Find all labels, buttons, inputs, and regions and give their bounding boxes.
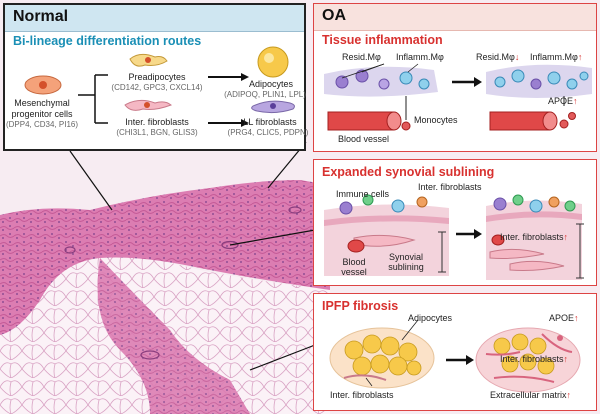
inter-fibroblasts-label-syn: Inter. fibroblasts [418,182,482,192]
inter-fibroblasts-before-label-ipfp: Inter. fibroblasts [330,390,394,400]
normal-subtitle: Bi-lineage differentiation routes [13,34,202,48]
inter-fibroblast-label: Inter. fibroblasts [125,117,189,127]
up-arrow-icon: ↑ [566,390,572,400]
inter-fibroblast-icon [124,99,172,111]
up-arrow-icon: ↑ [573,96,578,106]
sublining-label-1: Synovial [388,252,424,262]
ll-fibroblast-icon [251,100,295,114]
inflammation-diagram [324,63,592,131]
adipocytes-label-ipfp: Adipocytes [408,313,453,323]
up-arrow-icon: ↑ [563,354,569,364]
monocytes-label: Monocytes [414,115,458,125]
resid-macrophage-after-label: Resid.Mφ↓ [476,52,520,62]
vessel-label-1: Blood [342,257,366,267]
fibrosis-strands [485,333,573,383]
ecm-label: Extracellular matrix↑ [490,390,572,400]
blood-vessel-label: Blood vessel [338,134,390,144]
oa-panel: OA Tissue inflammation Re [313,3,597,152]
ll-fibroblast-label: LL fibroblasts [243,117,297,127]
up-arrow-icon: ↑ [563,232,569,242]
progenitor-label-2: progenitor cells [11,109,73,119]
lineage-diagram [24,46,295,127]
monocyte-icon [401,121,411,131]
inflamm-macrophage-label: Inflamm.Mφ [396,52,444,62]
preadipocyte-label: Preadipocytes [128,72,186,82]
adipocyte-label: Adipocytes [248,79,294,89]
inflamm-macrophage-after-label: Inflamm.Mφ↑ [530,52,583,62]
synovial-diagram [324,194,584,280]
preadipocyte-markers: (CD142, GPC3, CXCL14) [111,83,203,92]
inflammation-title: Tissue inflammation [322,33,443,47]
sublining-tissue-after [486,200,582,280]
ipfp-title: IPFP fibrosis [322,299,399,313]
normal-panel: Normal Bi-lineage differentiation routes [3,3,309,151]
resid-macrophage-label: Resid.Mφ [342,52,381,62]
sublining-label-2: sublining [388,262,424,272]
up-arrow-icon: ↑ [574,313,579,323]
progenitor-cell-icon [24,75,62,95]
apoe-label-ipfp: APOE↑ [549,313,579,323]
oa-header: OA [314,4,596,31]
ll-fibroblast-markers: (PRG4, CLIC5, PDPN) [227,128,309,137]
down-arrow-icon: ↓ [514,52,520,62]
synovial-title: Expanded synovial sublining [322,165,495,179]
normal-title: Normal [13,8,69,25]
inter-fibroblast-markers: (CHI3L1, BGN, GLIS3) [116,128,198,137]
inflamm-macrophage-icon [399,71,413,85]
branch-lines [78,74,108,124]
ipfp-panel: IPFP fibrosis Adipocytes APOE↑ Inter. fi… [313,293,597,411]
progenitor-label-1: Mesenchymal [14,98,70,108]
adipocyte-markers: (ADIPOQ, PLIN1, LPL) [224,90,306,99]
adipocyte-icon [257,46,289,78]
progenitor-markers: (DPP4, CD34, PI16) [5,120,79,129]
immune-cells-label: Immune cells [336,189,390,199]
fibroblast-strand-before [343,374,387,381]
preadipocyte-icon [129,53,168,67]
inter-fibroblasts-after-label-ipfp: Inter. fibroblasts↑ [500,354,569,364]
ipfp-diagram [329,319,581,393]
oa-title: OA [322,7,346,24]
apoe-label-inflammation: APOE↑ [548,96,578,106]
synovial-panel: Expanded synovial sublining Immune cells… [313,159,597,286]
vessel-icon-syn [347,239,365,253]
normal-header: Normal [5,5,304,32]
inter-fibroblasts-after-label: Inter. fibroblasts↑ [500,232,569,242]
up-arrow-icon: ↑ [577,52,583,62]
vessel-label-2: vessel [341,267,367,277]
